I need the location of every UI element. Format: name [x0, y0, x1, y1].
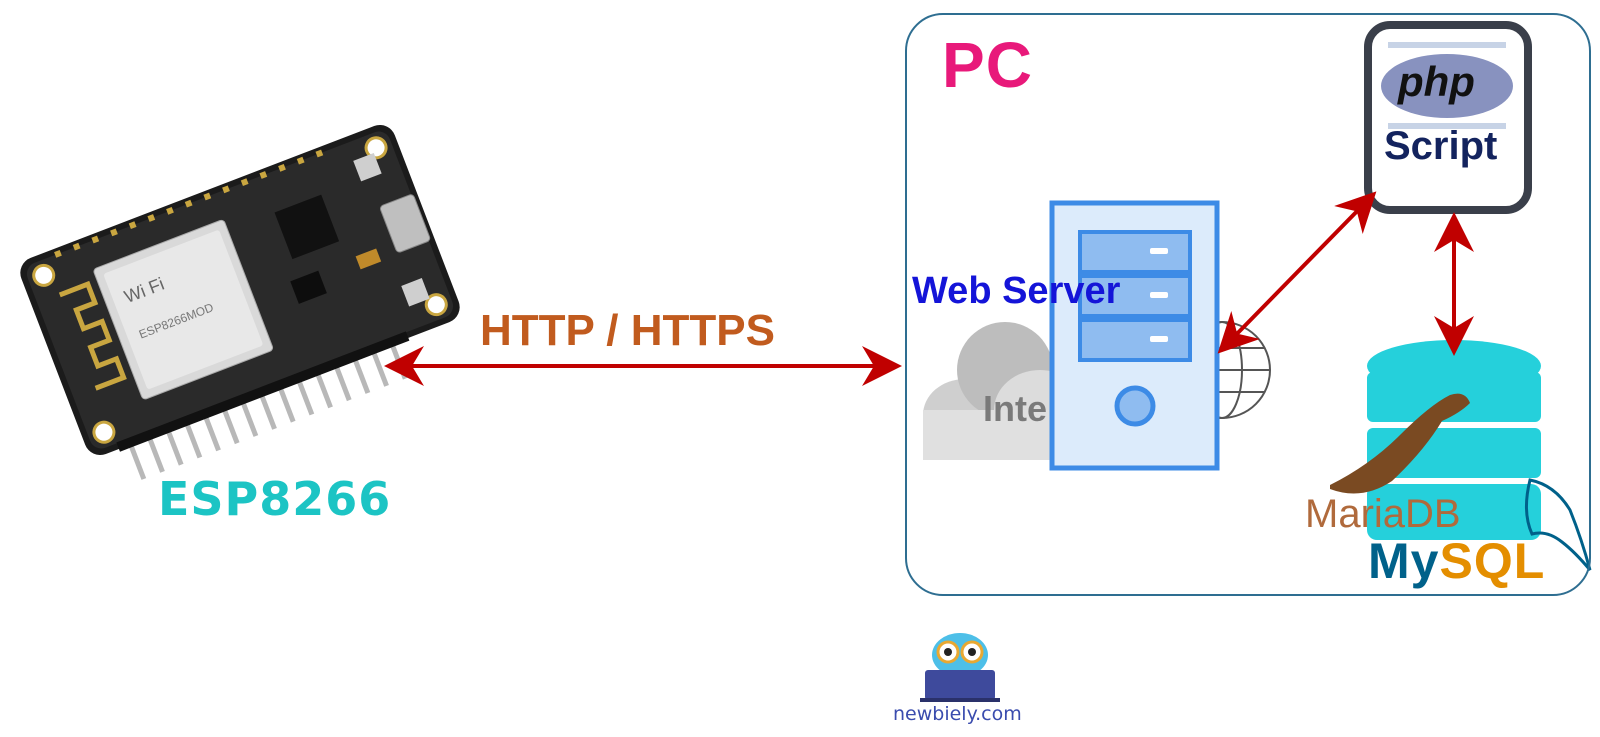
esp8266-board-image: Wi Fi ESP8266MOD	[20, 124, 460, 480]
web-server-label: Web Server	[912, 270, 1121, 312]
footer-brand-text: newbiely.com	[893, 703, 1022, 725]
pc-title: PC	[942, 29, 1033, 101]
mysql-dolphin-icon	[1525, 478, 1592, 571]
php-logo-text: php	[1398, 58, 1475, 105]
http-https-label: HTTP / HTTPS	[480, 306, 775, 355]
internet-partial-text: Inte	[983, 388, 1048, 429]
server-script-arrow	[1217, 191, 1377, 354]
mysql-prefix: My	[1368, 533, 1440, 589]
server-tower-icon	[1049, 200, 1220, 471]
mariadb-seal-icon	[1330, 393, 1470, 494]
pc-container	[905, 13, 1591, 596]
script-label: Script	[1384, 124, 1498, 168]
owl-laptop-logo	[920, 633, 1000, 702]
php-script-box	[1364, 21, 1532, 214]
mariadb-logo-text: MariaDB	[1305, 492, 1461, 536]
mysql-suffix: SQL	[1439, 533, 1546, 589]
mysql-logo-text: MySQL	[1368, 532, 1545, 590]
esp8266-label: ESP8266	[158, 472, 392, 526]
